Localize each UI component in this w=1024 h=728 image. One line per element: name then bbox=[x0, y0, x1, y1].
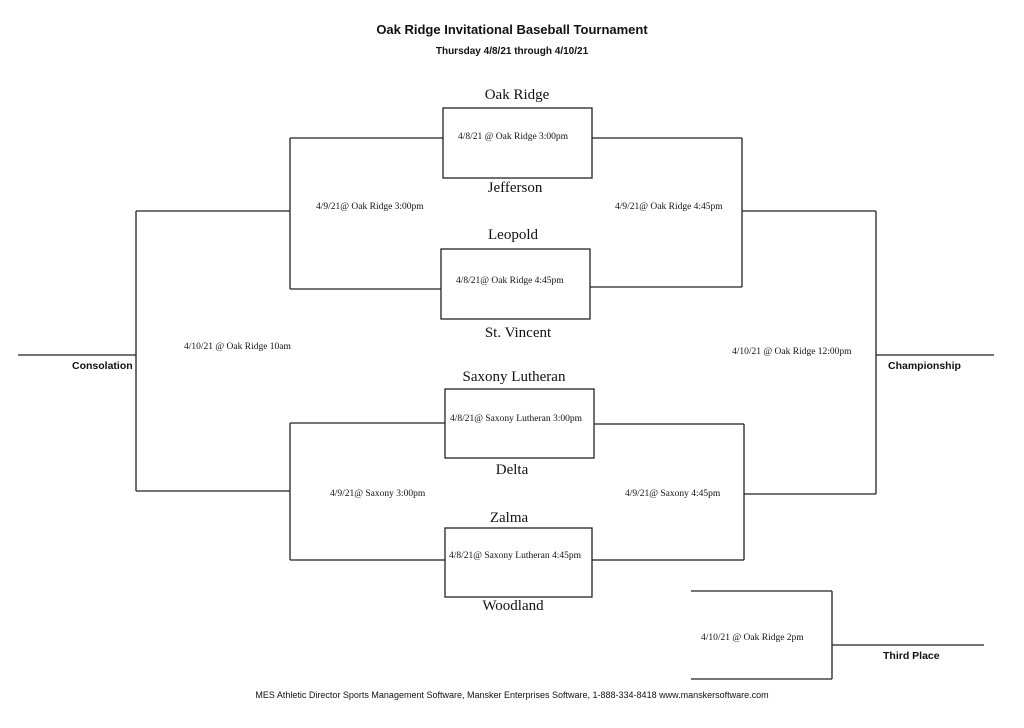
third-place-game: 4/10/21 @ Oak Ridge 2pm bbox=[701, 633, 804, 643]
game4-label: 4/8/21@ Saxony Lutheran 4:45pm bbox=[449, 551, 581, 561]
consolation-final-game: 4/10/21 @ Oak Ridge 10am bbox=[184, 342, 291, 352]
championship-label: Championship bbox=[888, 360, 961, 372]
third-place-label: Third Place bbox=[883, 650, 940, 662]
team-saxony-lutheran: Saxony Lutheran bbox=[462, 369, 566, 385]
game2-label: 4/8/21@ Oak Ridge 4:45pm bbox=[456, 276, 564, 286]
game1-label: 4/8/21 @ Oak Ridge 3:00pm bbox=[458, 132, 569, 142]
page-title: Oak Ridge Invitational Baseball Tourname… bbox=[376, 22, 648, 37]
team-oak-ridge: Oak Ridge bbox=[484, 87, 550, 103]
team-st-vincent: St. Vincent bbox=[484, 325, 552, 341]
winners-bottom-game: 4/9/21@ Saxony 4:45pm bbox=[625, 489, 721, 499]
game4-box bbox=[444, 527, 593, 598]
team-zalma: Zalma bbox=[489, 510, 529, 526]
consolation-bottom-game: 4/9/21@ Saxony 3:00pm bbox=[330, 489, 426, 499]
footer-credit: MES Athletic Director Sports Management … bbox=[255, 690, 769, 700]
team-woodland: Woodland bbox=[482, 598, 544, 614]
winners-top-game: 4/9/21@ Oak Ridge 4:45pm bbox=[615, 202, 723, 212]
page-subtitle: Thursday 4/8/21 through 4/10/21 bbox=[435, 46, 589, 57]
consolation-label: Consolation bbox=[72, 360, 133, 372]
game3-label: 4/8/21@ Saxony Lutheran 3:00pm bbox=[450, 414, 582, 424]
game2-box bbox=[440, 248, 591, 320]
championship-final-game: 4/10/21 @ Oak Ridge 12:00pm bbox=[732, 347, 852, 357]
team-jefferson: Jefferson bbox=[487, 180, 543, 196]
team-leopold: Leopold bbox=[488, 227, 538, 243]
team-delta: Delta bbox=[495, 462, 529, 478]
game1-box bbox=[442, 107, 593, 179]
consolation-top-game: 4/9/21@ Oak Ridge 3:00pm bbox=[316, 202, 424, 212]
